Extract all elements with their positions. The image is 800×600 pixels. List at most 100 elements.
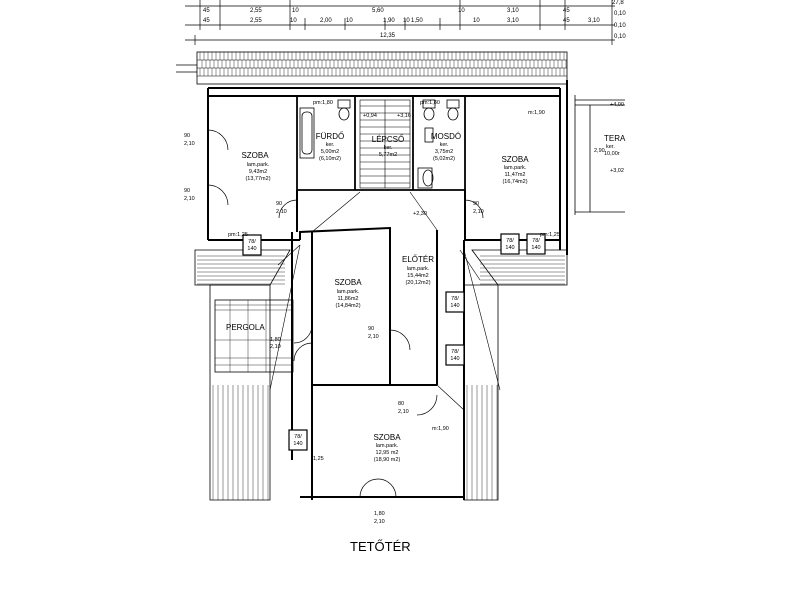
doors [207,129,484,498]
room-area: 11,86m2 [338,296,359,302]
room-area2: (14,84m2) [335,303,360,309]
room-area2: (5,02m2) [433,156,455,162]
room-floor: lam.park. [337,289,360,295]
dim-r2-1: 45 [203,18,210,24]
door-w1-w: 90 [184,133,190,139]
win-6-a: 78/ [294,434,302,440]
win-3-b: 140 [531,245,540,251]
room-name: ELŐTÉR [402,255,434,264]
room-area: 5,77m2 [379,152,397,158]
bathroom-walls [296,96,466,191]
room-floor: lam.park. [376,443,399,449]
room-area2: (20,12m2) [405,280,430,286]
room-name: TERA [604,134,626,143]
top-dimensions [185,0,615,45]
room-area2: (18,90 m2) [374,457,401,463]
pm-right: pm:1,25 [540,232,560,238]
win-6-b: 140 [293,441,302,447]
room-name: SZOBA [373,433,401,442]
room-floor: ker. [326,142,335,148]
room-area2: (16,74m2) [502,179,527,185]
pergola-label: PERGOLA [226,323,265,332]
dim-r2-2: 2,55 [250,18,262,24]
dim-r2-6: 1,90 [383,18,395,24]
pm-left: pm:1,25 [228,232,248,238]
dim-r2-11: 45 [563,18,570,24]
room-floor: ker. [440,142,449,148]
room-floor: ker. [606,144,615,150]
room-name: MOSDÓ [431,132,461,141]
room-area: 12,95 m2 [376,450,399,456]
left-lower-roof [194,249,291,501]
room-szoba-south: SZOBA lam.park. 12,95 m2 (18,90 m2) [373,433,401,463]
dim-r2-3: 10 [290,18,297,24]
dim-r1-8: 27,8 [612,0,624,6]
room-szoba-east: SZOBA lam.park. 11,47m2 (16,74m2) [501,155,529,185]
dim-r1-4: 5,60 [372,8,384,14]
roof-hip-lines [269,191,501,411]
top-dimension-texts: 45 2,55 10 5,60 10 3,10 45 27,8 45 2,55 … [203,0,626,40]
dim-right-3: 0,10 [614,34,626,40]
elev-230: +2,30 [413,211,427,217]
terrace [574,95,625,215]
bathtub [299,107,315,159]
dim-r1-3: 10 [292,8,299,14]
door-c2-w: 90 [473,201,479,207]
door-e-h: 2,10 [374,519,385,525]
dim-right-2: 0,10 [614,23,626,29]
room-area: 11,47m2 [505,172,526,178]
pm-furdo: pm:1,80 [313,100,333,106]
dim-r2-12: 3,10 [588,18,600,24]
elev-400: +4,00 [610,102,624,108]
door-w2-w: 90 [184,188,190,194]
room-name: SZOBA [501,155,529,164]
win-5-a: 78/ [451,349,459,355]
door-m-h: 2,10 [368,334,379,340]
room-area2: (13,77m2) [245,176,270,182]
dim-r2-10: 3,10 [507,18,519,24]
door-c2-h: 2,10 [473,209,484,215]
win-4-a: 78/ [451,296,459,302]
win-1-a: 78/ [248,239,256,245]
room-area: 15,44m2 [407,273,428,279]
room-furdo: FÜRDŐ ker. 5,00m2 (6,10m2) [316,132,344,162]
door-e-w: 1,80 [374,511,385,517]
m190-top: m:1,90 [528,110,545,116]
dim-r1-6: 3,10 [507,8,519,14]
dim-r1-7: 45 [563,8,570,14]
dim-right-1: 0,10 [614,11,626,17]
room-area: 10,00r [604,151,620,157]
room-eloter: ELŐTÉR lam.park. 15,44m2 (20,12m2) [402,255,434,286]
room-floor: lam.park. [407,266,430,272]
annotations: pm:1,25 pm:1,25 pm:1,80 pm:1,80 m:1,90 +… [184,100,624,525]
elev-316: +3,16 [397,113,411,119]
floor-caption: TETŐTÉR [350,539,411,554]
fixtures [337,99,460,189]
door-s-h: 2,10 [398,409,409,415]
room-szoba-center: SZOBA lam.park. 11,86m2 (14,84m2) [334,278,362,309]
dim-r2-9: 10 [473,18,480,24]
roof-windows [242,233,546,451]
dim-r1-1: 45 [203,8,210,14]
dim-r1-2: 2,55 [250,8,262,14]
door-p-h: 2,10 [270,344,281,350]
dim-125: 1,25 [313,456,324,462]
room-floor: lam.park. [247,162,270,168]
room-area: 9,43m2 [249,169,267,175]
dim-r1-5: 10 [458,8,465,14]
room-name: SZOBA [241,151,269,160]
win-2-b: 140 [505,245,514,251]
elev-094: +0,94 [363,113,377,119]
room-name: FÜRDŐ [316,132,344,141]
room-area: 3,75m2 [435,149,453,155]
room-mosdo: MOSDÓ ker. 3,75m2 (5,02m2) [431,132,461,162]
door-m-w: 90 [368,326,374,332]
room-floor: ker. [384,145,393,151]
m190-bottom: m:1,90 [432,426,449,432]
win-2-a: 78/ [506,238,514,244]
pergola [214,299,294,373]
dim-290: 2,90 [594,148,605,154]
door-c1-h: 2,10 [276,209,287,215]
pm-mosdo: pm:1,80 [420,100,440,106]
